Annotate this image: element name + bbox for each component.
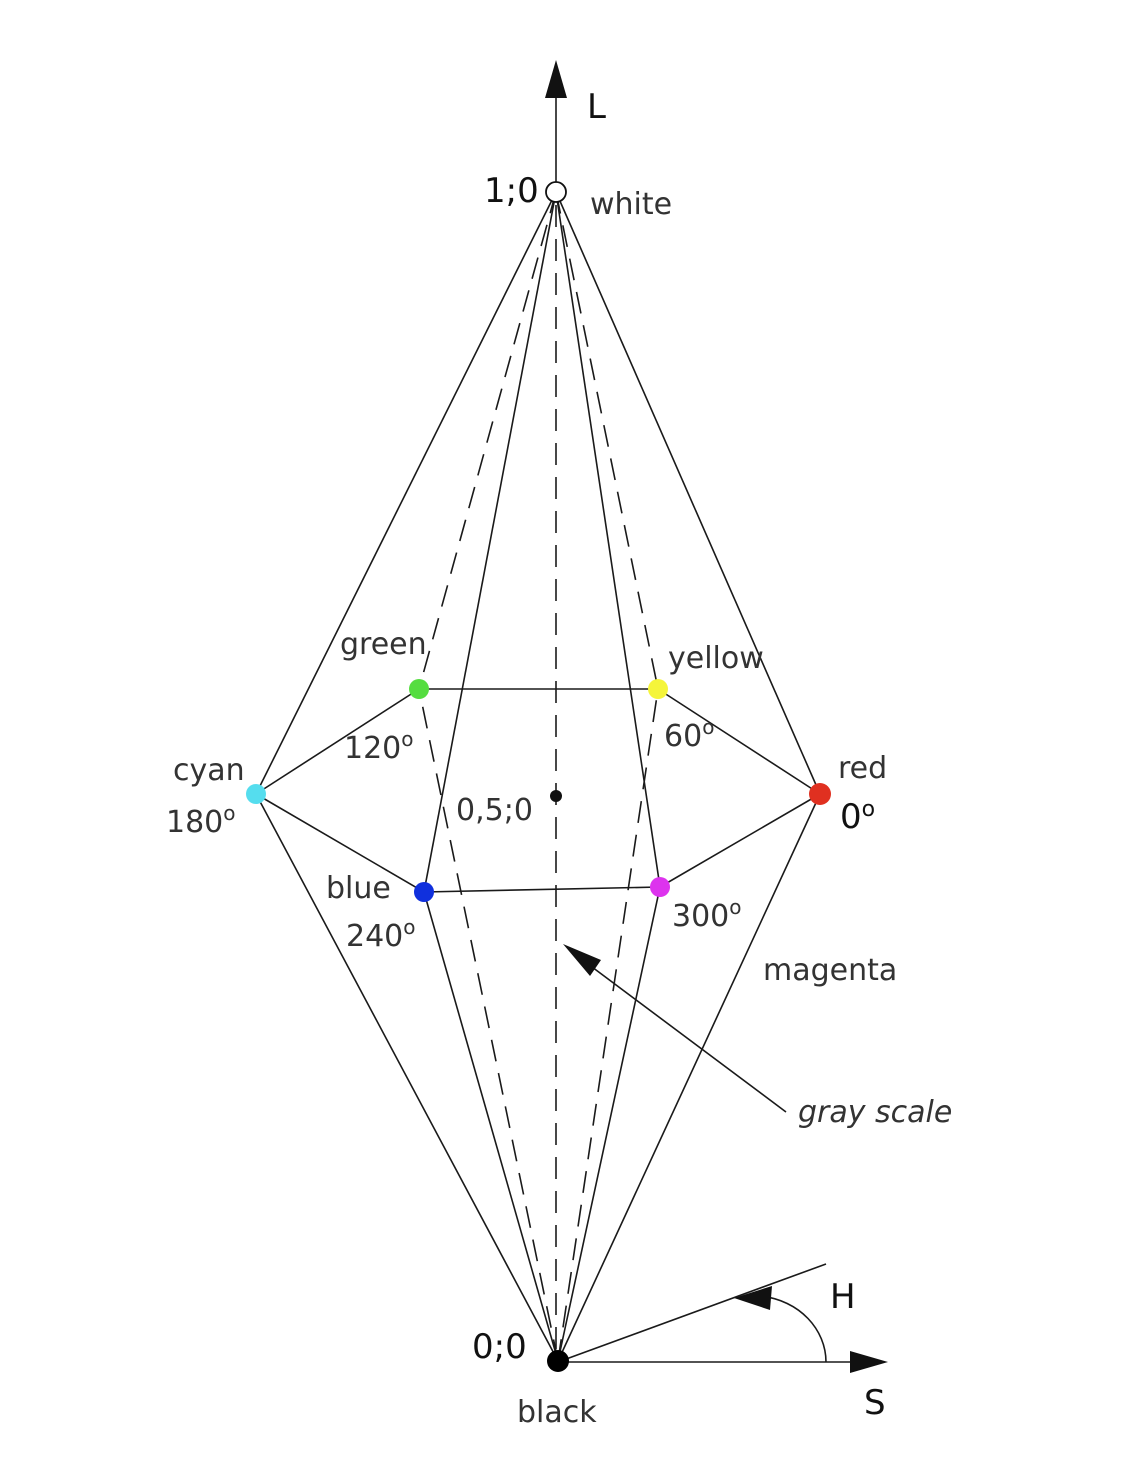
gray-scale-label: gray scale (798, 1095, 952, 1130)
edge-white-blue (423, 191, 557, 893)
edge-white-cyan (255, 191, 557, 795)
yellow-point (648, 679, 668, 699)
edge-black-cyan (255, 793, 559, 1362)
red-angle-label: 0o (840, 797, 875, 837)
red-label: red (838, 751, 887, 786)
cyan-point (246, 784, 266, 804)
white-coord-label: 1;0 (484, 171, 539, 211)
edge-black-magenta (557, 886, 661, 1362)
hex-yellow-red (657, 688, 821, 795)
cyan-angle-label: 180o (166, 801, 236, 840)
white-label: white (590, 187, 672, 222)
edge-black-green-hidden (418, 688, 559, 1362)
edge-white-magenta (555, 191, 661, 888)
black-label: black (517, 1395, 597, 1430)
center-coord-label: 0,5;0 (456, 793, 533, 828)
blue-point (414, 882, 434, 902)
hex-cyan-green (255, 688, 420, 795)
hex-red-magenta (659, 793, 821, 888)
yellow-angle-label: 60o (664, 715, 714, 754)
h-ray-line (557, 1263, 827, 1363)
hex-blue-cyan (255, 793, 425, 893)
green-point (409, 679, 429, 699)
s-axis-label: S (864, 1383, 886, 1423)
edge-black-red (557, 793, 821, 1362)
magenta-label: magenta (763, 953, 897, 988)
hex-magenta-blue (423, 886, 661, 893)
l-axis-arrowhead (545, 60, 567, 98)
edge-white-green-hidden (418, 191, 557, 690)
cyan-label: cyan (173, 753, 245, 788)
red-point (809, 783, 831, 805)
edge-black-blue (423, 891, 559, 1362)
magenta-angle-label: 300o (672, 895, 742, 934)
s-axis-arrowhead (850, 1351, 888, 1373)
black-point (547, 1350, 569, 1372)
center-point (550, 790, 562, 802)
blue-angle-label: 240o (346, 915, 416, 954)
black-coord-label: 0;0 (472, 1327, 527, 1367)
white-point (545, 181, 567, 203)
yellow-label: yellow (668, 641, 764, 676)
h-angle-arrowhead (734, 1286, 772, 1310)
edge-white-red (555, 191, 821, 795)
edge-white-yellow-hidden (555, 191, 659, 690)
h-angle-arc (759, 1295, 827, 1363)
h-axis-label: H (830, 1277, 856, 1317)
l-axis-label: L (587, 87, 606, 127)
gray-scale-pointer (579, 957, 787, 1113)
magenta-point (650, 877, 670, 897)
gray-scale-pointer-head (563, 944, 601, 976)
edge-black-yellow-hidden (557, 688, 659, 1362)
blue-label: blue (326, 871, 391, 906)
green-label: green (340, 627, 427, 662)
green-angle-label: 120o (344, 727, 414, 766)
